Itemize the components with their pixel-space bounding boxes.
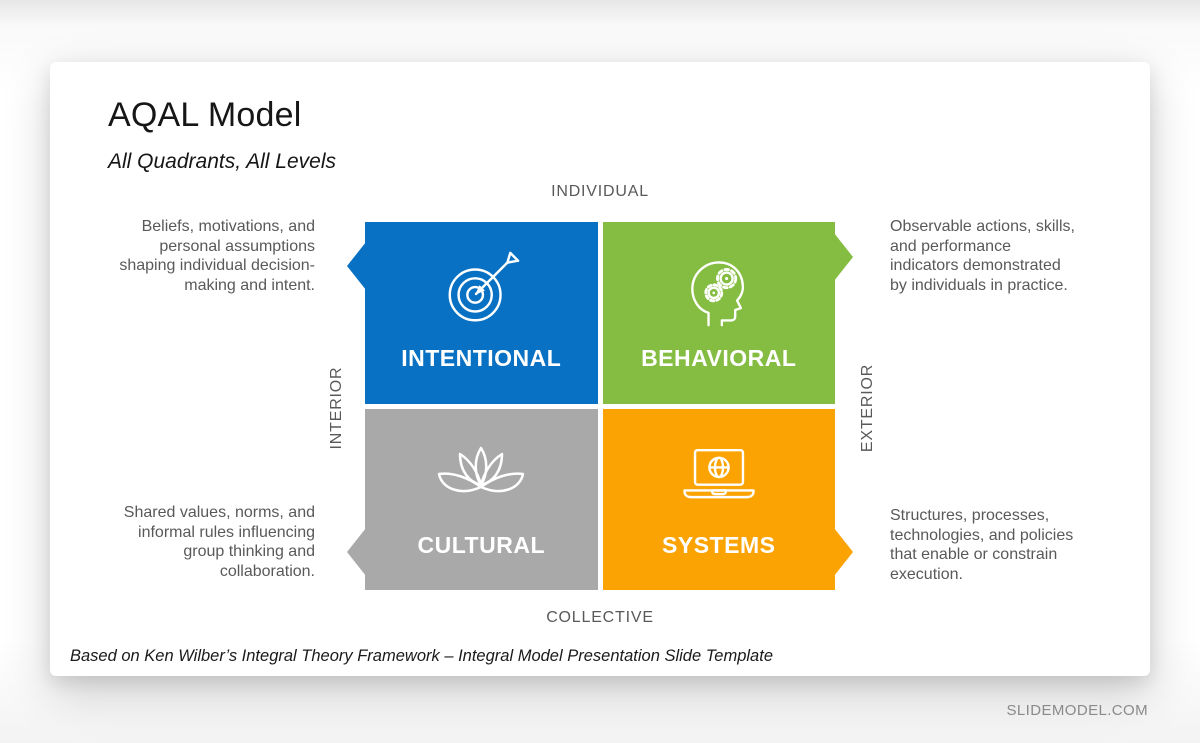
- quadrant-label: SYSTEMS: [662, 531, 776, 558]
- quadrant-label: INTENTIONAL: [401, 345, 562, 371]
- description-systems: Structures, processes, technologies, and…: [890, 507, 1074, 583]
- quadrant-behavioral: BEHAVIORAL: [602, 222, 835, 404]
- slidemodel-watermark: SLIDEMODEL.COM: [1006, 702, 1148, 719]
- description-cultural: Shared values, norms, and informal rules…: [123, 504, 315, 580]
- quadrant-label: BEHAVIORAL: [641, 345, 797, 371]
- axis-label-exterior: EXTERIOR: [859, 363, 876, 453]
- quadrant-grid: INTENTIONAL BEHAVIORAL: [365, 222, 835, 590]
- quadrant-label: CULTURAL: [417, 531, 545, 558]
- description-behavioral: Observable actions, skills, and performa…: [890, 218, 1075, 294]
- attribution-footer: Based on Ken Wilber’s Integral Theory Fr…: [70, 647, 773, 665]
- laptop-globe-icon: [673, 435, 765, 519]
- slide-card: [50, 62, 1150, 676]
- head-gears-icon: [679, 248, 759, 332]
- lotus-icon: [433, 435, 529, 519]
- quadrant-systems: SYSTEMS: [602, 408, 835, 590]
- quadrant-intentional: INTENTIONAL: [365, 222, 598, 404]
- quadrant-cultural: CULTURAL: [365, 408, 598, 590]
- slide-title: AQAL Model: [108, 96, 302, 134]
- axis-label-individual: INDIVIDUAL: [551, 183, 649, 200]
- axis-label-interior: INTERIOR: [328, 366, 345, 450]
- slide-subtitle: All Quadrants, All Levels: [108, 150, 336, 173]
- target-arrow-icon: [440, 248, 522, 332]
- axis-label-collective: COLLECTIVE: [546, 609, 654, 626]
- description-intentional: Beliefs, motivations, and personal assum…: [119, 218, 315, 294]
